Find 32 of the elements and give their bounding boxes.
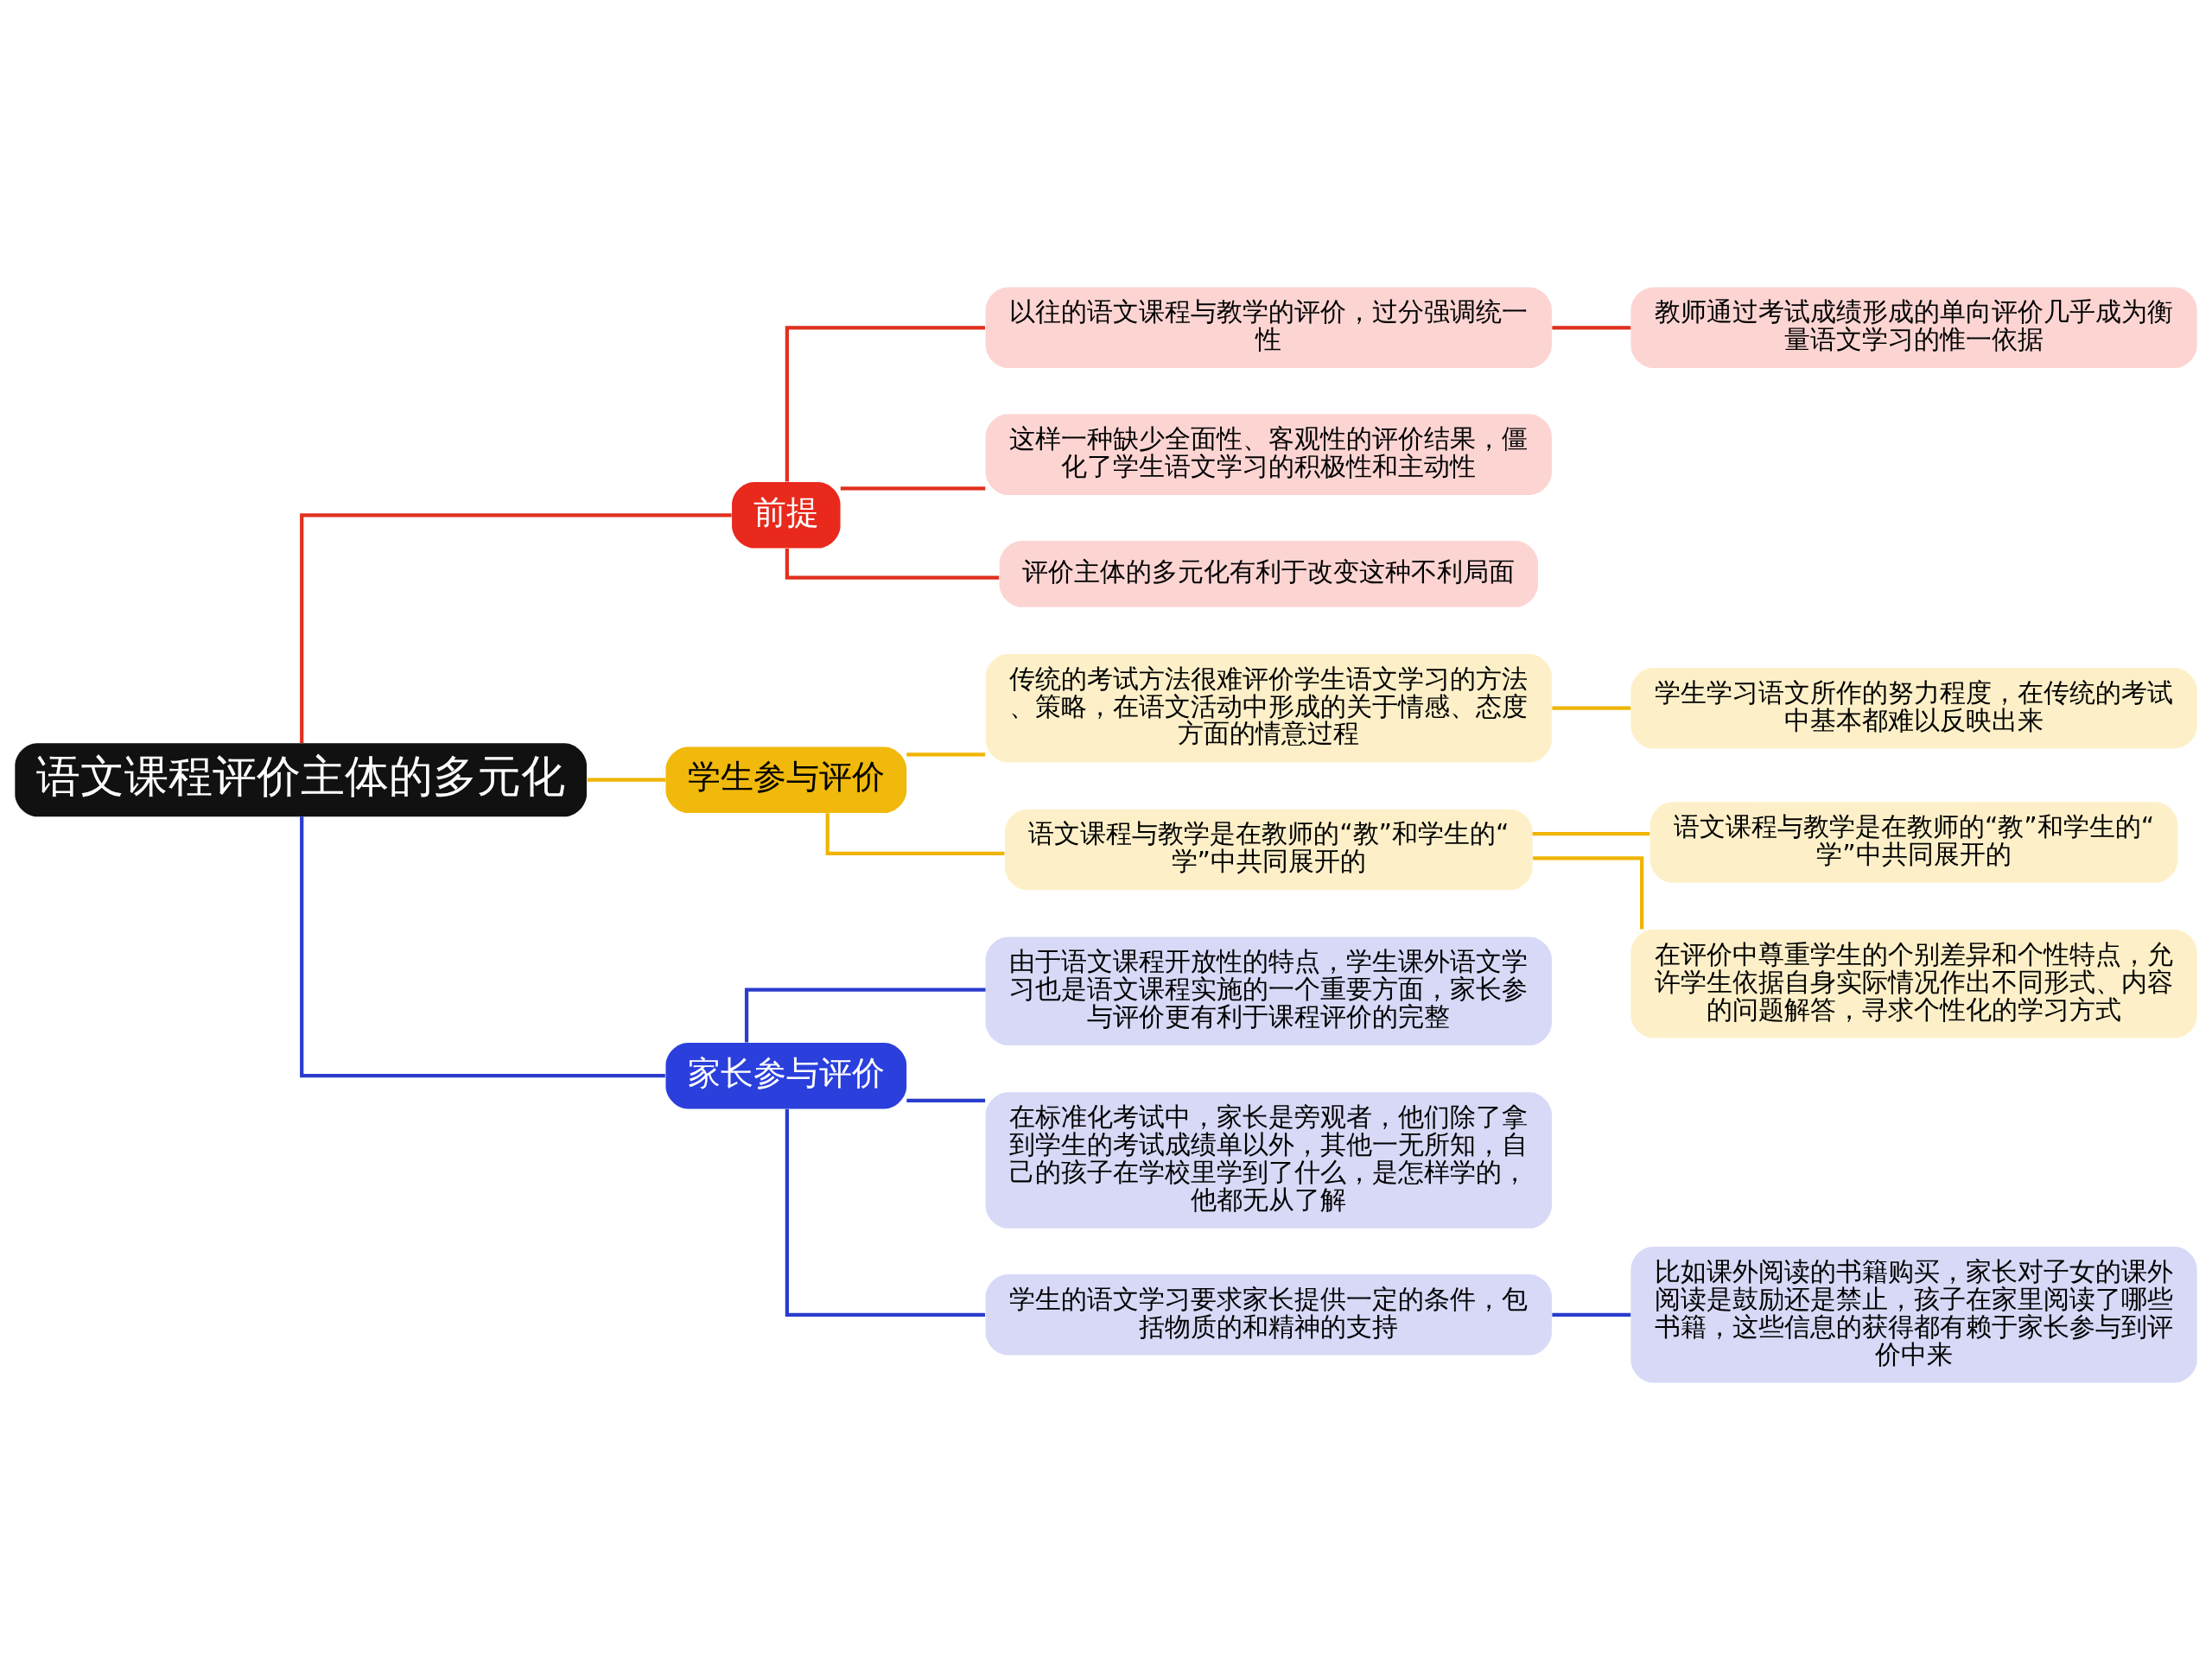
connector (1533, 856, 1644, 930)
connector (1552, 706, 1631, 710)
connector (1552, 1312, 1631, 1317)
node-box: 在评价中尊重学生的个别差异和个性特点，允许学生依据自身实际情况作出不同形式、内容的问题解答，寻求个性化的学习方式 (1630, 930, 2197, 1038)
node-box: 评价主体的多元化有利于改变这种不利局面 (999, 541, 1538, 607)
node-box: 由于语文课程开放性的特点，学生课外语文学习也是语文课程实施的一个重要方面，家长参与评价更有利于课程评价的完整 (985, 937, 1552, 1046)
connector (906, 752, 986, 757)
node-box: 这样一种缺少全面性、客观性的评价结果，僵化了学生语文学习的积极性和主动性 (985, 414, 1552, 495)
connector (1532, 831, 1650, 836)
connector (744, 987, 986, 1043)
node-box: 教师通过考试成绩形成的单向评价几乎成为衡量语文学习的惟一依据 (1630, 287, 2197, 369)
node-box: 家长参与评价 (665, 1042, 907, 1109)
connector (906, 1098, 986, 1103)
connector (825, 813, 1005, 855)
connector (785, 326, 985, 482)
connector (300, 816, 665, 1078)
connector (300, 513, 732, 744)
connector (840, 486, 986, 491)
node-box: 语文课程评价主体的多元化 (15, 743, 587, 817)
node-box: 比如课外阅读的书籍购买，家长对子女的课外阅读是鼓励还是禁止，孩子在家里阅读了哪些书籍，这些信息的获得都有赖于家长参与到评价中来 (1630, 1247, 2197, 1383)
node-box: 在标准化考试中，家长是旁观者，他们除了拿到学生的考试成绩单以外，其他一无所知，自己的孩子在学校里学到了什么，是怎样学的，他都无从了解 (985, 1092, 1552, 1229)
node-box: 以往的语文课程与教学的评价，过分强调统一性 (985, 287, 1552, 369)
node-box: 语文课程与教学是在教师的“教”和学生的“学”中共同展开的 (1005, 809, 1533, 891)
connector (1552, 326, 1631, 330)
connector (785, 1108, 985, 1317)
connector (587, 778, 666, 782)
node-box: 传统的考试方法很难评价学生语文学习的方法、策略，在语文活动中形成的关于情感、态度方面的情意过程 (985, 653, 1552, 763)
node-box: 前提 (732, 482, 841, 549)
node-box: 学生的语文学习要求家长提供一定的条件，包括物质的和精神的支持 (985, 1273, 1552, 1356)
node-box: 学生学习语文所作的努力程度，在传统的考试中基本都难以反映出来 (1630, 667, 2197, 749)
node-box: 学生参与评价 (665, 746, 907, 813)
node-box: 语文课程与教学是在教师的“教”和学生的“学”中共同展开的 (1649, 802, 2178, 883)
